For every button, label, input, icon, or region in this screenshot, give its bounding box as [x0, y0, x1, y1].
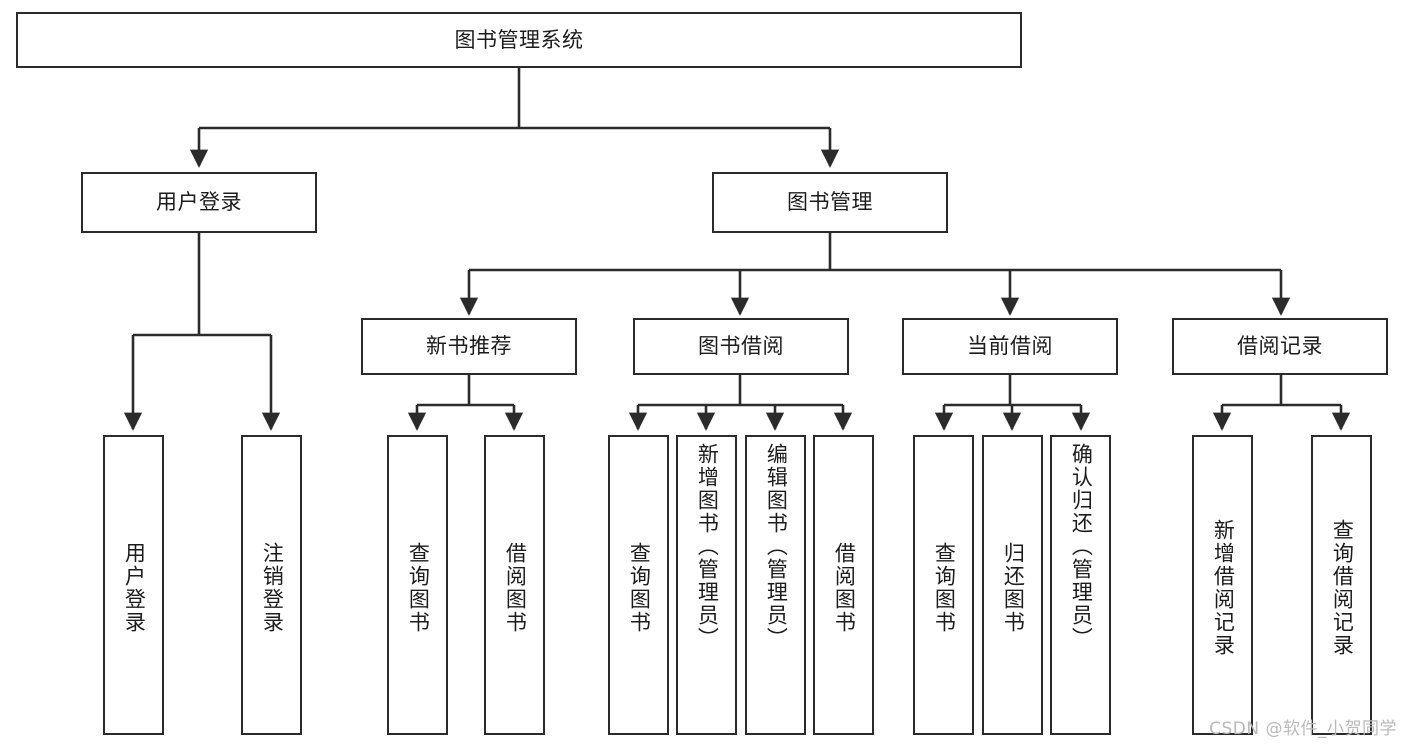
node-book-borrow-label: 图书借阅: [698, 334, 784, 359]
node-leaf-add-record[interactable]: 新增借阅记录: [1192, 435, 1253, 735]
node-leaf-add-book-admin-label: 新增图书（管理员）: [695, 443, 720, 650]
node-leaf-confirm-return-admin-label: 确认归还（管理员）: [1069, 443, 1094, 650]
node-borrow-record[interactable]: 借阅记录: [1172, 318, 1388, 375]
node-leaf-return-book-label: 归还图书: [1001, 542, 1026, 634]
node-user-login[interactable]: 用户登录: [81, 172, 317, 233]
node-user-login-label: 用户登录: [156, 190, 242, 215]
node-leaf-query-record-label: 查询借阅记录: [1330, 519, 1355, 657]
node-book-borrow[interactable]: 图书借阅: [633, 318, 849, 375]
node-leaf-edit-book-admin[interactable]: 编辑图书（管理员）: [745, 435, 806, 735]
node-leaf-logout-label: 注销登录: [260, 542, 285, 634]
node-leaf-query-book-3[interactable]: 查询图书: [913, 435, 974, 735]
node-root-label: 图书管理系统: [454, 27, 584, 52]
node-leaf-query-book-2-label: 查询图书: [627, 542, 652, 634]
node-leaf-return-book[interactable]: 归还图书: [982, 435, 1043, 735]
node-new-book-rec-label: 新书推荐: [426, 334, 512, 359]
node-leaf-logout[interactable]: 注销登录: [241, 435, 302, 735]
node-book-manage-label: 图书管理: [787, 190, 873, 215]
node-current-borrow[interactable]: 当前借阅: [902, 318, 1118, 375]
node-leaf-user-login-label: 用户登录: [122, 542, 147, 634]
node-leaf-borrow-book-1-label: 借阅图书: [503, 542, 528, 634]
node-leaf-user-login[interactable]: 用户登录: [103, 435, 164, 735]
node-current-borrow-label: 当前借阅: [967, 334, 1053, 359]
node-leaf-query-record[interactable]: 查询借阅记录: [1311, 435, 1372, 735]
node-leaf-query-book-2[interactable]: 查询图书: [608, 435, 669, 735]
node-leaf-confirm-return-admin[interactable]: 确认归还（管理员）: [1050, 435, 1111, 735]
node-leaf-add-record-label: 新增借阅记录: [1211, 519, 1236, 657]
node-root[interactable]: 图书管理系统: [16, 12, 1022, 68]
node-borrow-record-label: 借阅记录: [1237, 334, 1323, 359]
node-leaf-borrow-book-1[interactable]: 借阅图书: [484, 435, 545, 735]
node-leaf-borrow-book-2-label: 借阅图书: [832, 542, 857, 634]
node-leaf-query-book-1[interactable]: 查询图书: [387, 435, 448, 735]
node-leaf-borrow-book-2[interactable]: 借阅图书: [813, 435, 874, 735]
node-leaf-query-book-1-label: 查询图书: [406, 542, 431, 634]
node-leaf-add-book-admin[interactable]: 新增图书（管理员）: [676, 435, 737, 735]
node-new-book-rec[interactable]: 新书推荐: [361, 318, 577, 375]
node-leaf-query-book-3-label: 查询图书: [932, 542, 957, 634]
csdn-watermark: CSDN @软件_小贺同学: [1209, 719, 1397, 739]
node-leaf-edit-book-admin-label: 编辑图书（管理员）: [764, 443, 789, 650]
node-book-manage[interactable]: 图书管理: [712, 172, 948, 233]
